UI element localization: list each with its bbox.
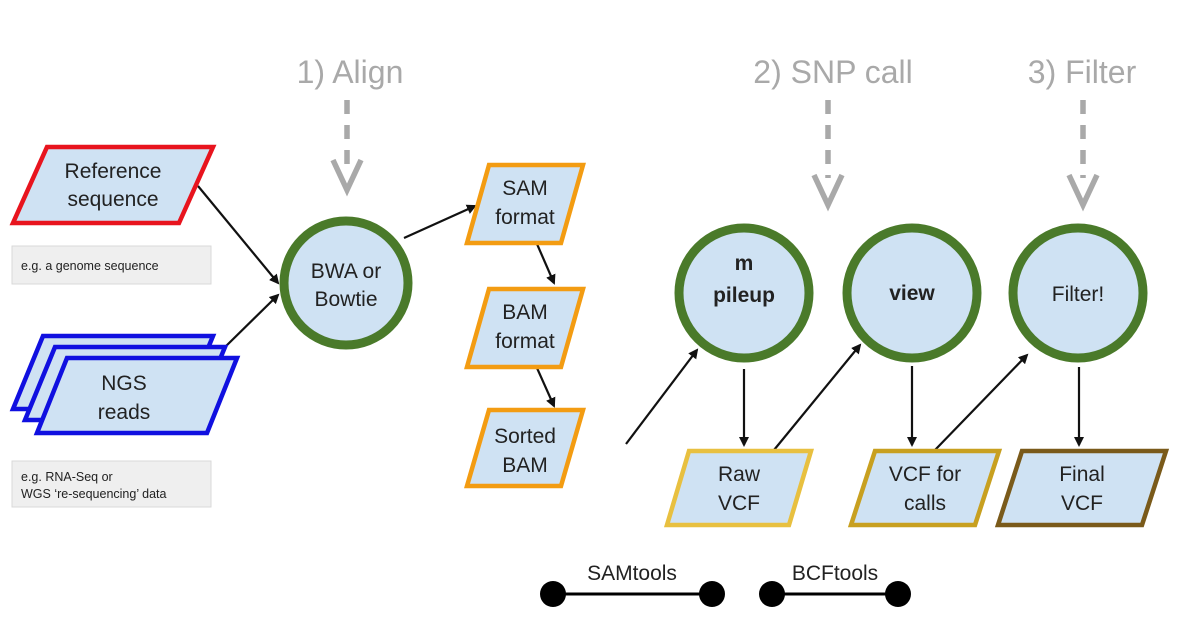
- legend-bcftools-label: BCFtools: [792, 562, 878, 585]
- final-vcf-node: Final VCF: [994, 448, 1170, 528]
- vcf-for-calls-node: VCF for calls: [847, 448, 1003, 528]
- legend-samtools-label: SAMtools: [587, 562, 677, 585]
- reference-sequence-node: Reference sequence: [9, 144, 217, 226]
- filter-label: Filter!: [1052, 283, 1105, 306]
- vcf-calls-label-line2: calls: [904, 492, 946, 515]
- stage-arrow-filter: [1066, 100, 1100, 212]
- vcf-calls-label-line1: VCF for: [889, 463, 961, 486]
- mpileup-node: m pileup: [674, 223, 814, 363]
- mpileup-label-line2: pileup: [713, 284, 775, 307]
- edges: [197, 185, 1084, 451]
- stage-label-snp-call: 2) SNP call: [753, 54, 912, 90]
- raw-vcf-label-line2: VCF: [718, 492, 760, 515]
- view-node: view: [842, 223, 982, 363]
- legend-samtools: SAMtools: [540, 562, 725, 607]
- raw-vcf-node: Raw VCF: [663, 448, 815, 528]
- stage-arrow-align: [330, 100, 364, 197]
- ngs-reads-label-line1: NGS: [101, 372, 147, 395]
- reads-example-line1: e.g. RNA-Seq or: [21, 470, 113, 484]
- stage-arrow-snp-call: [811, 100, 845, 212]
- sam-label-line2: format: [495, 206, 555, 229]
- bam-format-node: BAM format: [464, 286, 586, 370]
- edge-bam-to-sorted: [535, 367, 556, 408]
- final-vcf-label-line1: Final: [1059, 463, 1105, 486]
- edge-sam-to-bam: [535, 243, 556, 285]
- sam-format-node: SAM format: [464, 162, 586, 246]
- bwa-label-line2: Bowtie: [314, 288, 377, 311]
- sorted-bam-label-line1: Sorted: [494, 425, 556, 448]
- final-vcf-label-line2: VCF: [1061, 492, 1103, 515]
- edge-bwa-to-sam: [403, 204, 477, 240]
- ngs-reads-node: NGS reads: [9, 333, 241, 436]
- raw-vcf-label-line1: Raw: [718, 463, 761, 486]
- edge-vcfcalls-to-filter: [934, 353, 1029, 451]
- reads-example-line2: WGS ‘re-sequencing’ data: [21, 487, 166, 501]
- reference-example-note: e.g. a genome sequence: [11, 245, 212, 285]
- sam-label-line1: SAM: [502, 177, 548, 200]
- sorted-bam-label-line2: BAM: [502, 454, 548, 477]
- reads-example-note: e.g. RNA-Seq or WGS ‘re-sequencing’ data: [11, 460, 212, 508]
- edge-reads-to-bwa: [221, 293, 280, 351]
- sorted-bam-node: Sorted BAM: [464, 407, 586, 489]
- reference-example-text: e.g. a genome sequence: [21, 259, 159, 273]
- reference-label-line1: Reference: [65, 160, 162, 183]
- bwa-label-line1: BWA or: [311, 260, 381, 283]
- mpileup-label-line1: m: [735, 252, 754, 275]
- bwa-bowtie-node: BWA or Bowtie: [279, 216, 413, 350]
- bam-label-line1: BAM: [502, 301, 548, 324]
- edge-sorted-to-mpileup: [625, 348, 699, 445]
- ngs-reads-label-line2: reads: [98, 401, 151, 424]
- filter-node: Filter!: [1008, 223, 1148, 363]
- legend-bcftools: BCFtools: [759, 562, 911, 607]
- edge-reference-to-bwa: [197, 185, 280, 285]
- reference-label-line2: sequence: [67, 188, 158, 211]
- stage-label-align: 1) Align: [297, 54, 404, 90]
- view-label: view: [889, 282, 935, 305]
- edge-rawvcf-to-view: [773, 343, 862, 451]
- bam-label-line2: format: [495, 330, 555, 353]
- stage-label-filter: 3) Filter: [1028, 54, 1137, 90]
